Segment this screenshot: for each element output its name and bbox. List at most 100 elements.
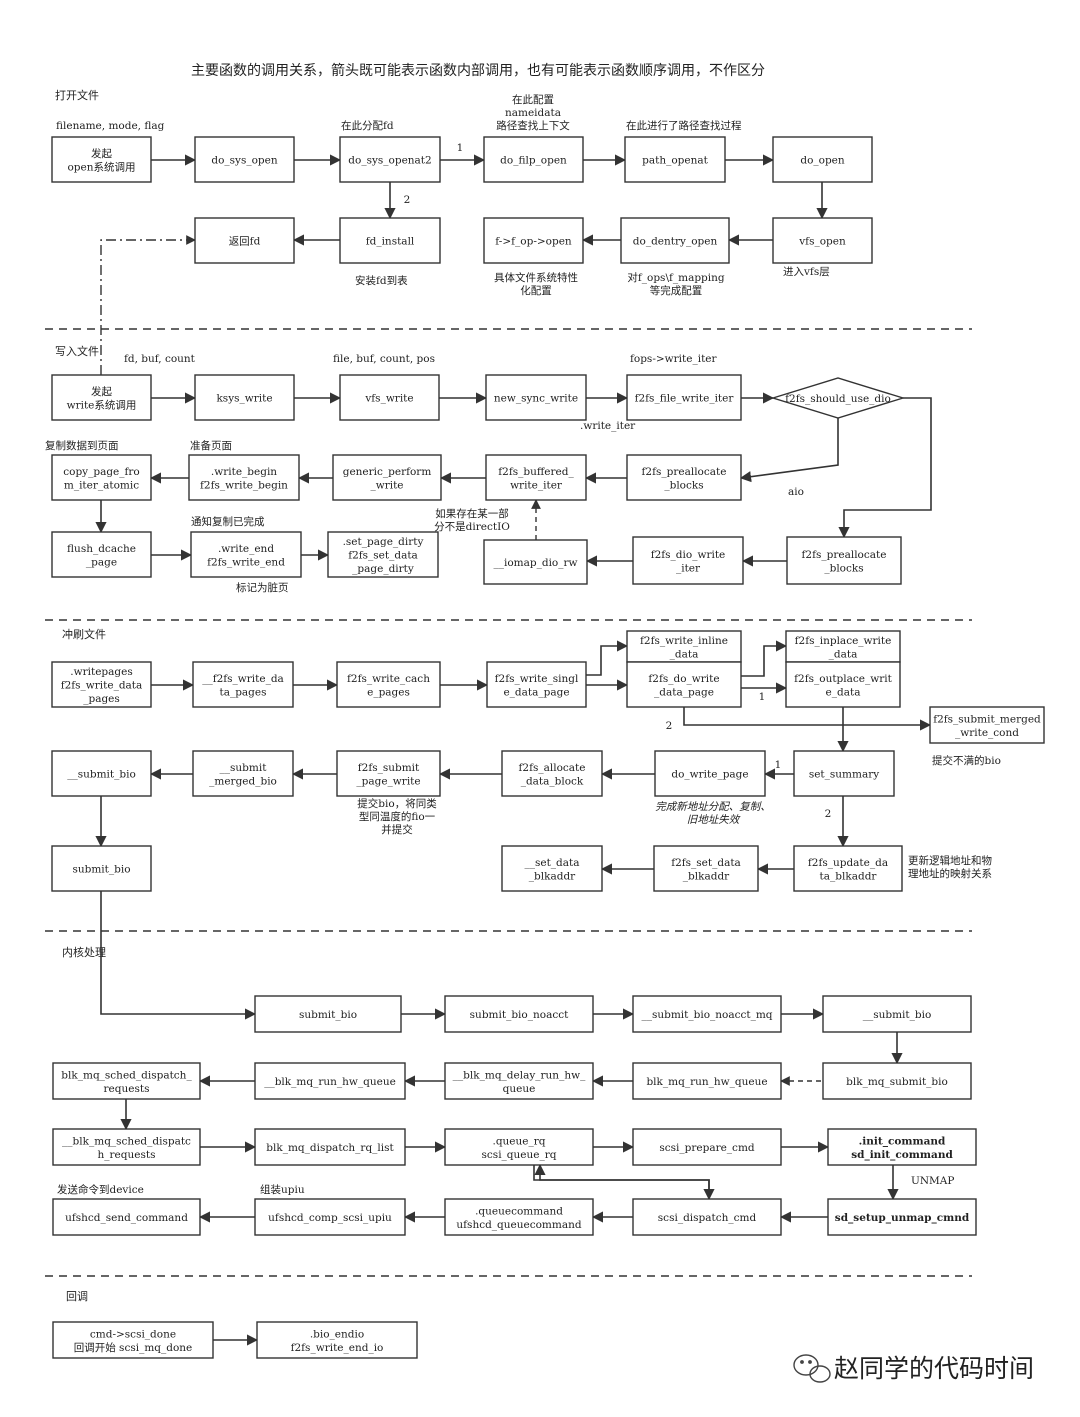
box-label: .queue_rq <box>492 1135 545 1147</box>
box-label: submit_bio <box>299 1009 357 1021</box>
box-label: f2fs_dio_write <box>651 549 726 561</box>
decision-f2fs-should-use-dio: f2fs_should_use_dio <box>770 377 906 419</box>
box-label: .init_command <box>859 1135 946 1148</box>
box-label: 发起 <box>91 147 112 160</box>
annotation-n-directio: 分不是directIO <box>434 521 510 533</box>
box-label: f2fs_outplace_writ <box>794 673 892 685</box>
box-blk-mq-sched-dispatch-requests: blk_mq_sched_dispatch_requests <box>52 1062 201 1100</box>
box-label: ta_pages <box>219 686 266 698</box>
box-label: do_filp_open <box>500 155 567 167</box>
box-f2fs-buffered-write-iter: f2fs_buffered_write_iter <box>485 454 587 501</box>
box-k---submit-bio: __submit_bio <box>822 995 972 1033</box>
box-label: ksys_write <box>216 393 272 405</box>
box-label: do_dentry_open <box>633 236 718 248</box>
box-label: f2fs_inplace_write <box>795 635 892 647</box>
box-label: f2fs_write_data <box>61 680 143 692</box>
box-label: scsi_prepare_cmd <box>659 1142 755 1154</box>
box-label: __blk_mq_sched_dispatc <box>62 1135 191 1147</box>
annotation-n-fs-config: 化配置 <box>520 284 552 297</box>
annotation-lbl-2a: 2 <box>404 194 411 206</box>
box-k-submit-bio-noacct-mq: __submit_bio_noacct_mq <box>632 995 782 1033</box>
box-f2fs-allocate-data-block: f2fs_allocate_data_block <box>501 750 603 797</box>
box-label: _page_write <box>356 775 420 787</box>
section-write-label: 写入文件 <box>55 344 99 358</box>
box-label: queue <box>503 1083 536 1095</box>
box-label: f2fs_write_cach <box>347 673 430 685</box>
box-label: write系统调用 <box>67 398 137 411</box>
box-label: scsi_queue_rq <box>482 1149 557 1161</box>
box-label: fd_install <box>366 236 415 248</box>
annotation-n-enter-vfs: 进入vfs层 <box>783 266 830 278</box>
box-label: .write_begin <box>211 466 277 478</box>
box-label: e_data_page <box>503 686 569 698</box>
annotation-n-new-addr: 旧地址失效 <box>687 814 741 826</box>
box-f2fs-outplace-write-data: f2fs_outplace_write_data <box>785 661 901 708</box>
call-arrow <box>100 891 257 1020</box>
box-f2fs-submit-merged-write-cond: f2fs_submit_merged _write_cond <box>929 706 1045 744</box>
box-set-data-blkaddr: __set_data_blkaddr <box>501 845 603 892</box>
box-label: f2fs_preallocate <box>642 466 727 478</box>
box-queue-rq: .queue_rq scsi_queue_rq <box>444 1128 594 1166</box>
annotation-n-send-to-device: 发送命令到device <box>57 1183 144 1196</box>
annotation-n-fops-mapping: 对f_ops\f_mapping <box>627 271 725 284</box>
section-flush-label: 冲刷文件 <box>62 627 106 641</box>
annotation-n-submit-bio-note: 型同温度的fio一 <box>359 810 436 823</box>
box-k-submit-bio: submit_bio <box>254 995 402 1033</box>
annotation-lbl-1b: 1 <box>759 691 766 703</box>
box-label: write_iter <box>510 479 563 491</box>
box-label: open系统调用 <box>67 160 135 173</box>
box-f2fs-update-data-blkaddr: f2fs_update_data_blkaddr <box>793 845 903 892</box>
box-ksys-write: ksys_write <box>194 374 295 421</box>
annotation-n-fs-config: 具体文件系统特性 <box>494 271 578 284</box>
box-f-op-open: f->f_op->open <box>483 217 584 264</box>
call-arrow <box>533 1165 715 1201</box>
annotation-n-fops-mapping: 等完成配置 <box>650 284 703 297</box>
box-label: f2fs_write_end <box>207 556 285 568</box>
box-f2fs-inplace-write-data: f2fs_inplace_write_data <box>785 630 901 663</box>
box-ufshcd-comp-scsi-upiu: ufshcd_comp_scsi_upiu <box>254 1198 406 1236</box>
box-label: __f2fs_write_da <box>202 673 284 685</box>
box-label: h_requests <box>98 1149 156 1161</box>
box-label: requests <box>104 1083 150 1095</box>
box-label: f2fs_submit_merged <box>933 713 1041 725</box>
box-label: _merged_bio <box>209 775 277 787</box>
box-vfs-write: vfs_write <box>339 374 440 421</box>
box-label: submit_bio <box>72 864 130 876</box>
call-arrow <box>838 397 932 539</box>
box-label: _page_dirty <box>352 563 414 575</box>
section-kernel-label: 内核处理 <box>62 945 106 959</box>
call-arrow <box>586 640 629 676</box>
box-generic-perform-write: generic_perform_write <box>332 454 442 501</box>
annotation-n-mark-dirty: 标记为脏页 <box>236 581 289 594</box>
box-label: 回调开始 scsi_mq_done <box>74 1341 193 1354</box>
box-label: _write_cond <box>955 727 1019 739</box>
box-label: sd_init_command <box>851 1149 953 1162</box>
box-label: f2fs_set_data <box>671 857 741 869</box>
box-label: f2fs_submit <box>358 762 420 774</box>
box-label: f2fs_preallocate <box>802 549 887 561</box>
box-label: __submit_bio <box>67 769 136 781</box>
box-label: f2fs_set_data <box>348 550 418 562</box>
annotation-n-nameidata: 路径查找上下文 <box>496 119 570 132</box>
box-label: .set_page_dirty <box>343 536 424 548</box>
box-sd-setup-unmap-cmnd: sd_setup_unmap_cmnd <box>827 1198 977 1236</box>
box-label: f2fs_do_write <box>648 673 719 685</box>
box-label: __submit_bio_noacct_mq <box>641 1009 772 1021</box>
box-label: e_data <box>826 686 861 698</box>
box-label: f2fs_write_singl <box>495 673 579 685</box>
box-do-write-page: do_write_page <box>654 750 766 797</box>
box-label: f->f_op->open <box>495 236 572 248</box>
box-label: _blocks <box>824 562 863 574</box>
box-scsi-dispatch-cmd: scsi_dispatch_cmd <box>632 1198 782 1236</box>
box-label: blk_mq_dispatch_rq_list <box>266 1142 394 1154</box>
box-label: .queuecommand <box>475 1205 563 1217</box>
box-do-filp-open: do_filp_open <box>483 136 584 183</box>
box-label: set_summary <box>809 769 879 781</box>
box-flush-dcache-page: flush_dcache_page <box>51 531 152 578</box>
box-label: __iomap_dio_rw <box>493 557 577 569</box>
box-label: f2fs_update_da <box>808 857 888 869</box>
box-f2fs-file-write-iter: f2fs_file_write_iter <box>626 374 742 421</box>
